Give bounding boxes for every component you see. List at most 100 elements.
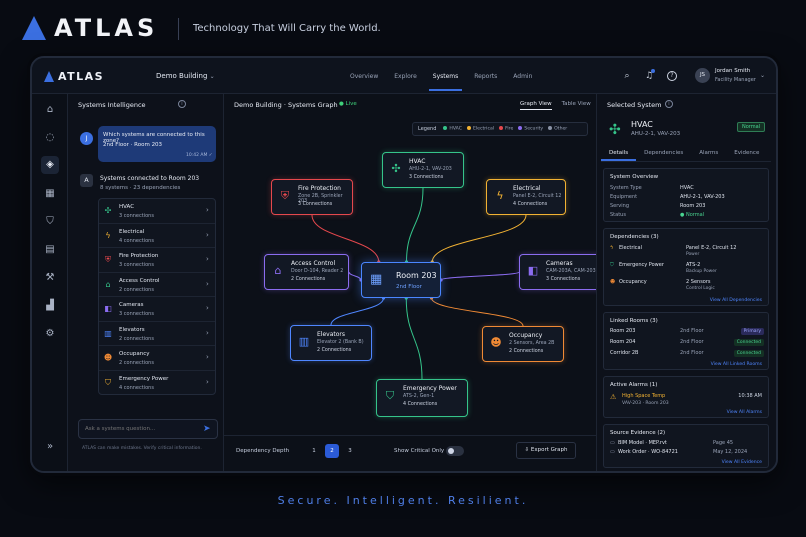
edge-epow [405, 297, 423, 380]
bell-icon[interactable]: ♫ [644, 71, 654, 81]
evidence-source[interactable]: BIM Model · MEP.rvt [618, 440, 667, 446]
depth-option-1[interactable]: 1 [312, 448, 316, 454]
system-list-item[interactable]: ☻ Occupancy 2 connections › [99, 346, 215, 371]
nav-reports[interactable]: Reports [474, 73, 498, 80]
system-name: Emergency Power [119, 375, 169, 382]
edge-elec [431, 214, 527, 263]
system-list-item[interactable]: ▥ Elevators 2 connections › [99, 322, 215, 346]
graph-node-epow[interactable]: ⛉ Emergency Power ATS-2, Gen-1 4 Connect… [376, 379, 468, 417]
graph-node-access[interactable]: ⌂ Access Control Door D-104, Reader 2 2 … [264, 254, 349, 290]
hub-node-room-203[interactable]: ▦ Room 203 2nd Floor [361, 262, 441, 298]
view-all-dependencies-link[interactable]: View All Dependencies [709, 298, 762, 303]
access-icon: ⌂ [274, 264, 282, 277]
node-title: HVAC [409, 158, 426, 165]
send-icon[interactable]: ➤ [203, 424, 211, 434]
system-list-item[interactable]: ϟ Electrical 4 connections › [99, 224, 215, 248]
app-logo[interactable]: ATLAS [44, 70, 104, 83]
system-list-item[interactable]: ⛉ Emergency Power 4 connections › [99, 371, 215, 396]
edge-elev [330, 297, 384, 326]
icon-rail: ⌂ ◌ ◈ ▦ ⛉ ▤ ⚒ ▟ ⚙ » [32, 94, 68, 471]
user-role: Facility Manager [715, 77, 756, 83]
building-icon[interactable]: ▦ [45, 188, 55, 199]
chat-icon[interactable]: ◌ [45, 132, 55, 143]
epow-icon: ⛉ [385, 389, 395, 402]
graph-node-elev[interactable]: ▥ Elevators Elevator 2 (Bank B) 2 Connec… [290, 325, 372, 361]
cam-icon: ◧ [527, 264, 539, 277]
chart-icon[interactable]: ▟ [46, 300, 54, 311]
nav-overview[interactable]: Overview [350, 73, 379, 80]
node-connections: 2 Connections [291, 277, 326, 282]
nav-explore[interactable]: Explore [394, 73, 417, 80]
system-connections: 3 connections [119, 311, 154, 317]
legend-label: Other [554, 126, 568, 132]
legend-title: Legend [418, 126, 437, 132]
view-all-evidence-link[interactable]: View All Evidence [721, 460, 762, 465]
depth-option-3[interactable]: 3 [348, 448, 352, 454]
graph-node-hvac[interactable]: ✣ HVAC AHU-2-1, VAV-203 3 Connections [382, 152, 464, 188]
view-all-alarms-link[interactable]: View All Alarms [726, 410, 762, 415]
ask-input[interactable] [85, 426, 195, 432]
graph-controls: Dependency Depth 1 2 3 Show Critical Onl… [224, 435, 596, 471]
layers-icon[interactable]: ◈ [41, 156, 59, 174]
system-list-item[interactable]: ⛨ Fire Protection 3 connections › [99, 248, 215, 273]
critical-only-toggle[interactable] [446, 446, 464, 456]
hero-brand: ATLAS [54, 14, 159, 42]
shield-icon[interactable]: ⛉ [46, 216, 54, 227]
node-connections: 2 Connections [317, 348, 352, 353]
room-tag: Primary [740, 328, 764, 335]
linked-rooms-card: Linked Rooms (3) View All Linked Rooms R… [603, 312, 769, 370]
tab-dependencies[interactable]: Dependencies [644, 150, 684, 156]
graph-node-cam[interactable]: ◧ Cameras CAM-203A, CAM-203B 3 Connectio… [519, 254, 603, 290]
export-graph-button[interactable]: ⇩ Export Graph [516, 442, 576, 459]
node-title: Access Control [291, 260, 336, 267]
legend-item: Other [548, 126, 567, 132]
system-connections: 2 connections [119, 335, 154, 342]
avatar[interactable]: JS [695, 68, 710, 83]
clipboard-icon[interactable]: ▤ [45, 244, 55, 255]
depth-option-2[interactable]: 2 [325, 444, 339, 458]
home-icon[interactable]: ⌂ [46, 104, 54, 115]
chevron-right-icon: › [206, 328, 209, 337]
tab-alarms[interactable]: Alarms [699, 150, 719, 156]
node-subtitle: AHU-2-1, VAV-203 [409, 167, 452, 172]
system-name: Occupancy [119, 351, 150, 357]
graph-node-elec[interactable]: ϟ Electrical Panel E-2, Circuit 12 4 Con… [486, 179, 566, 215]
help-icon[interactable]: ? [667, 71, 677, 81]
system-list-item[interactable]: ◧ Cameras 3 connections › [99, 297, 215, 322]
chevron-down-icon[interactable]: ⌄ [760, 72, 766, 79]
nav-admin[interactable]: Admin [513, 73, 533, 80]
dependency-name: Electrical [619, 245, 642, 251]
search-icon[interactable]: ⌕ [624, 71, 630, 81]
tab-evidence[interactable]: Evidence [734, 150, 760, 156]
alarm-time: 10:38 AM [738, 393, 762, 399]
fan-icon: ✣ [104, 206, 112, 215]
alarm-name[interactable]: High Space Temp [622, 393, 666, 399]
shield-icon: ⛨ [105, 255, 111, 264]
nav-systems[interactable]: Systems [425, 73, 467, 91]
system-name: HVAC [119, 204, 135, 210]
graph-node-occ[interactable]: ☻ Occupancy 2 Sensors, Area 2B 2 Connect… [482, 326, 564, 362]
graph-node-fire[interactable]: ⛨ Fire Protection Zone 2B, Sprinkler 203… [271, 179, 353, 215]
tab-details[interactable]: Details [601, 148, 637, 161]
node-title: Occupancy [509, 332, 543, 339]
system-list-item[interactable]: ⌂ Access Control 2 connections › [99, 273, 215, 297]
edge-occ [431, 297, 524, 327]
view-all-linked-rooms-link[interactable]: View All Linked Rooms [710, 362, 762, 367]
evidence-source[interactable]: Work Order · WO-84721 [618, 449, 678, 455]
chevron-right-icon: › [206, 230, 209, 239]
wrench-icon[interactable]: ⚒ [45, 272, 55, 283]
dependencies-card: Dependencies (3) View All Dependencies ϟ… [603, 228, 769, 306]
system-list-item[interactable]: ✣ HVAC 3 connections › [99, 199, 215, 224]
info-icon[interactable]: i [178, 100, 186, 108]
tab-table-view[interactable]: Table View [561, 101, 591, 107]
tab-graph-view[interactable]: Graph View [520, 101, 552, 110]
room-tag: Connected [733, 339, 764, 346]
node-subtitle: Zone 2B, Sprinkler 203 [298, 194, 343, 204]
info-icon[interactable]: i [665, 100, 673, 108]
node-title: Elevators [317, 331, 345, 338]
chevron-right-icon: › [206, 206, 209, 214]
building-selector[interactable]: Demo Building ⌄ [156, 72, 215, 80]
gear-icon[interactable]: ⚙ [45, 328, 55, 339]
expand-icon[interactable]: » [46, 441, 54, 452]
